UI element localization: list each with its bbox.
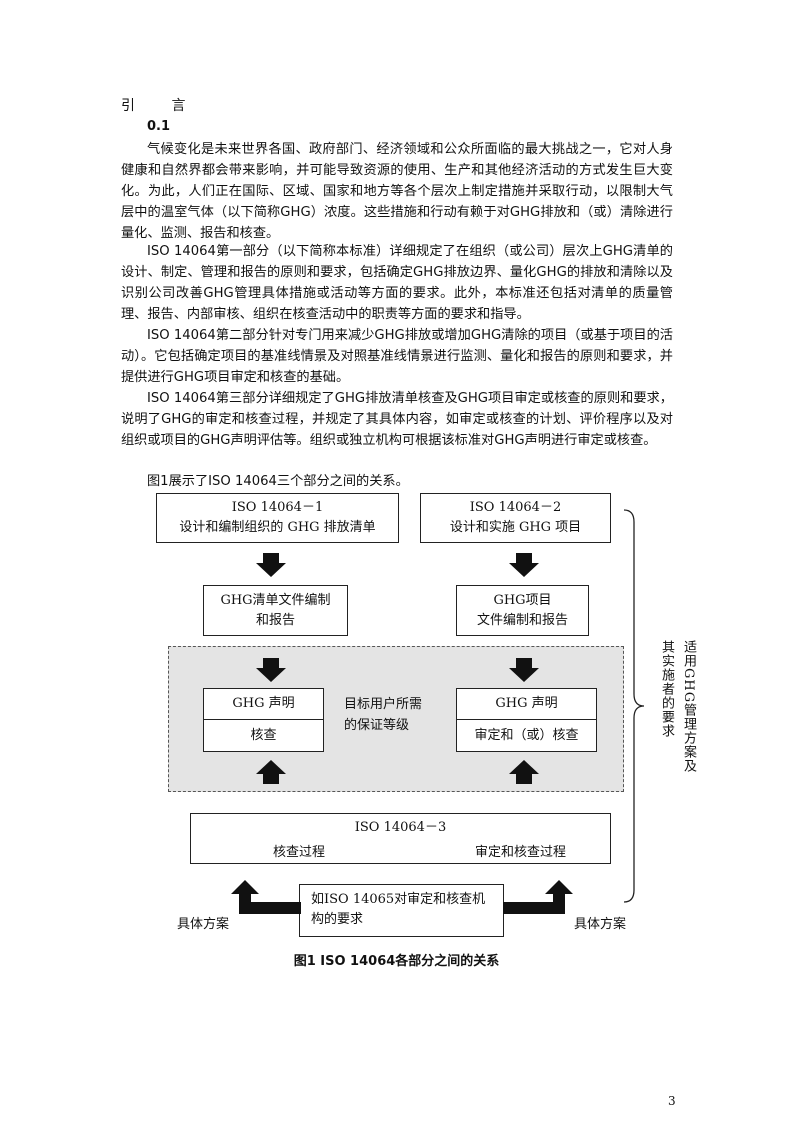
claim-right-box: GHG 声明 审定和（或）核查 — [456, 688, 597, 752]
part3-right: 审定和核查过程 — [475, 845, 567, 860]
up-arrow-icon — [509, 760, 539, 784]
doc-right-line2: 文件编制和报告 — [476, 613, 568, 628]
claim-left-top: GHG 声明 — [232, 696, 295, 711]
assurance-label: 目标用户所需 的保证等级 — [344, 694, 422, 736]
bent-arrow-left-icon — [231, 880, 301, 914]
part2-title: ISO 14064－2 — [469, 500, 562, 515]
right-brace-icon — [623, 509, 645, 903]
program-right-label: 具体方案 — [574, 917, 627, 932]
bent-arrow-right-icon — [503, 880, 573, 914]
side-text-col1: 适用GHG管理方案及 — [681, 640, 696, 774]
paragraph-5: 图1展示了ISO 14064三个部分之间的关系。 — [147, 474, 409, 489]
paragraph-3: ISO 14064第二部分针对专门用来减少GHG排放或增加GHG清除的项目（或基… — [121, 328, 673, 385]
claim-right-top: GHG 声明 — [495, 696, 558, 711]
down-arrow-icon — [256, 553, 286, 577]
page-number: 3 — [668, 1094, 676, 1108]
subheading: 0.1 — [147, 119, 171, 134]
doc-left-line1: GHG清单文件编制 — [220, 593, 331, 608]
side-text-col2: 其实施者的要求 — [659, 640, 674, 738]
doc-right-line1: GHG项目 — [493, 593, 552, 608]
doc-right-box: GHG项目 文件编制和报告 — [456, 585, 589, 636]
part1-desc: 设计和编制组织的 GHG 排放清单 — [179, 520, 376, 535]
down-arrow-icon — [509, 553, 539, 577]
assurance-line2: 的保证等级 — [344, 718, 410, 733]
heading: 引 言 — [121, 98, 202, 114]
requirements-line1: 如ISO 14065对审定和核查机 — [311, 892, 486, 907]
figure-caption: 图1 ISO 14064各部分之间的关系 — [293, 954, 500, 969]
paragraph-2: ISO 14064第一部分（以下简称本标准）详细规定了在组织（或公司）层次上GH… — [121, 244, 673, 322]
down-arrow-icon — [256, 658, 286, 682]
requirements-line2: 构的要求 — [311, 912, 364, 927]
claim-right-divider — [456, 719, 597, 720]
part1-title: ISO 14064－1 — [231, 500, 324, 515]
part2-box: ISO 14064－2 设计和实施 GHG 项目 — [420, 493, 611, 543]
down-arrow-icon — [509, 658, 539, 682]
paragraph-4: ISO 14064第三部分详细规定了GHG排放清单核查及GHG项目审定或核查的原… — [121, 391, 673, 448]
up-arrow-icon — [256, 760, 286, 784]
part2-desc: 设计和实施 GHG 项目 — [449, 520, 582, 535]
part3-box: ISO 14064－3 核查过程 审定和核查过程 — [190, 813, 611, 864]
part1-box: ISO 14064－1 设计和编制组织的 GHG 排放清单 — [156, 493, 399, 543]
assurance-line1: 目标用户所需 — [344, 697, 423, 712]
part3-left: 核查过程 — [273, 845, 326, 860]
program-left-label: 具体方案 — [177, 917, 230, 932]
claim-left-box: GHG 声明 核查 — [203, 688, 324, 752]
doc-left-box: GHG清单文件编制 和报告 — [203, 585, 348, 636]
part3-title: ISO 14064－3 — [354, 820, 447, 835]
doc-left-line2: 和报告 — [255, 613, 295, 628]
requirements-box: 如ISO 14065对审定和核查机 构的要求 — [299, 884, 504, 937]
paragraph-1: 气候变化是未来世界各国、政府部门、经济领域和公众所面临的最大挑战之一，它对人身健… — [121, 142, 673, 241]
claim-left-divider — [203, 719, 324, 720]
claim-left-bottom: 核查 — [250, 728, 277, 743]
claim-right-bottom: 审定和（或）核查 — [474, 728, 579, 743]
